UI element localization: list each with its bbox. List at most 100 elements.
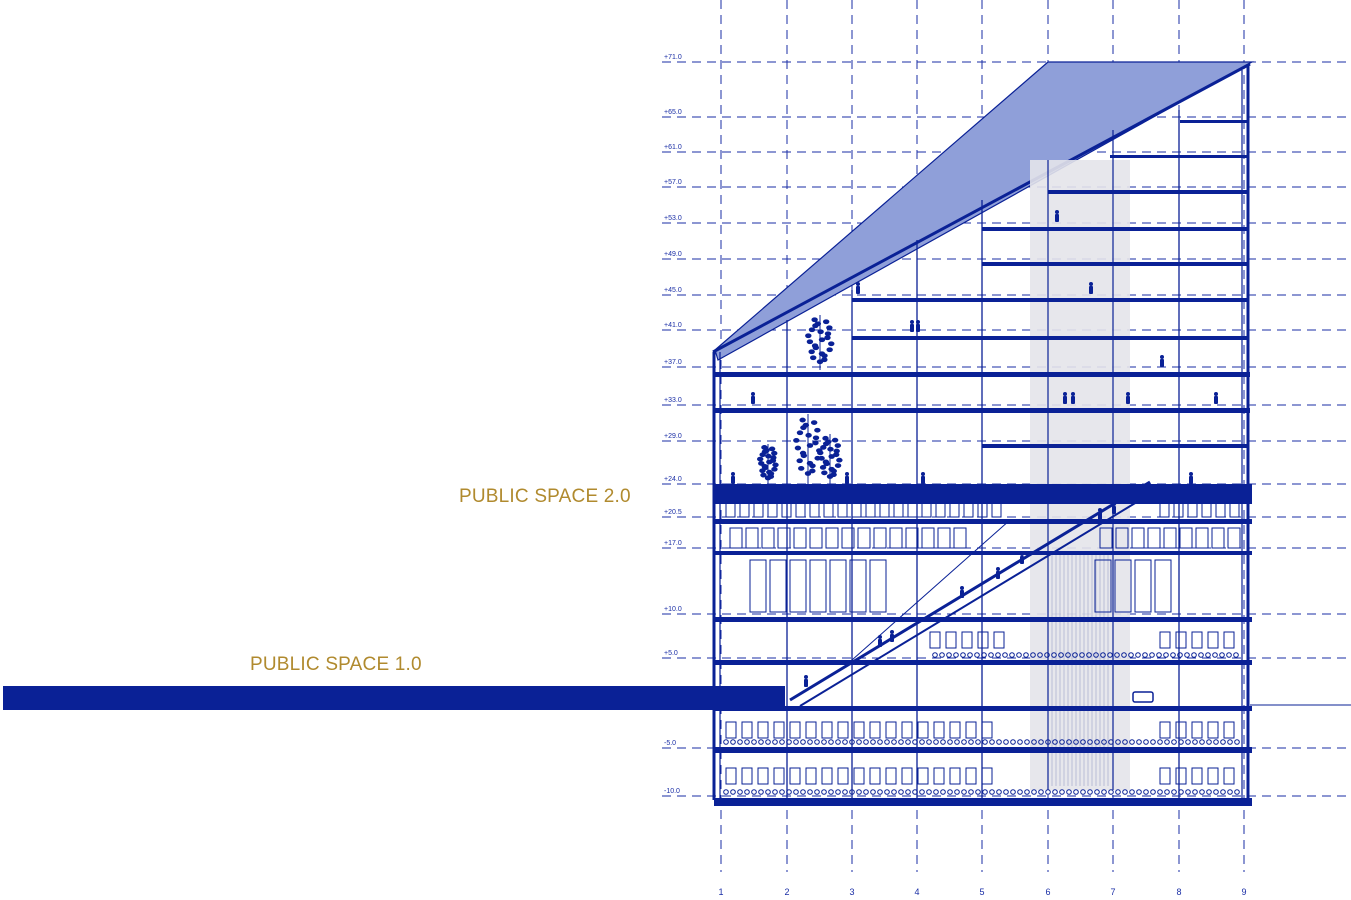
tree-leaf bbox=[834, 463, 842, 468]
tree-leaf bbox=[822, 435, 829, 441]
floor-slab bbox=[714, 747, 1252, 753]
facade-panel bbox=[1207, 767, 1219, 785]
tree-leaf bbox=[818, 455, 825, 461]
facade-panel bbox=[809, 559, 827, 613]
axis-label: 7 bbox=[1110, 887, 1115, 897]
facade-panel bbox=[981, 721, 993, 739]
person bbox=[921, 476, 925, 484]
bead bbox=[1227, 739, 1233, 745]
tree-leaf bbox=[806, 443, 814, 448]
person bbox=[804, 679, 808, 687]
bead bbox=[1024, 739, 1030, 745]
bead bbox=[1213, 739, 1219, 745]
facade-panel bbox=[965, 721, 977, 739]
bead bbox=[988, 652, 994, 658]
bead bbox=[765, 789, 771, 795]
bead bbox=[1079, 652, 1085, 658]
bead bbox=[933, 789, 939, 795]
bead bbox=[996, 739, 1002, 745]
person bbox=[845, 476, 849, 484]
bead bbox=[1065, 652, 1071, 658]
person bbox=[1112, 506, 1116, 514]
bead bbox=[996, 789, 1002, 795]
bead bbox=[870, 789, 876, 795]
facade-panel bbox=[893, 502, 904, 518]
facade-panel bbox=[1147, 527, 1161, 549]
bead bbox=[1129, 789, 1135, 795]
person bbox=[921, 472, 925, 476]
facade-panel bbox=[1201, 502, 1212, 518]
bead bbox=[974, 652, 980, 658]
bead bbox=[1010, 789, 1016, 795]
floor-slab bbox=[852, 336, 1248, 340]
public-space-1-platform bbox=[3, 686, 785, 710]
facade-panel bbox=[917, 721, 929, 739]
bead bbox=[877, 739, 883, 745]
tree-leaf bbox=[830, 472, 837, 478]
bead bbox=[1108, 789, 1114, 795]
person bbox=[1189, 476, 1193, 484]
bead bbox=[1058, 652, 1064, 658]
tree-leaf bbox=[768, 446, 776, 452]
axis-label: 8 bbox=[1176, 887, 1181, 897]
facade-panel bbox=[961, 631, 973, 649]
bead bbox=[1234, 739, 1240, 745]
tree-leaf bbox=[831, 437, 839, 443]
bead bbox=[1157, 739, 1163, 745]
bead bbox=[1178, 739, 1184, 745]
tree-leaf bbox=[824, 439, 832, 445]
bead bbox=[1073, 789, 1079, 795]
facade-panel bbox=[821, 767, 833, 785]
bead bbox=[1087, 739, 1093, 745]
facade-panel bbox=[869, 767, 881, 785]
axis-label: 4 bbox=[914, 887, 919, 897]
person bbox=[996, 571, 1000, 579]
tree-leaf bbox=[834, 443, 842, 448]
facade-panel bbox=[873, 527, 887, 549]
bead bbox=[821, 739, 827, 745]
floor-slab bbox=[982, 444, 1248, 448]
facade-panel bbox=[851, 502, 862, 518]
bead bbox=[1205, 652, 1211, 658]
bead bbox=[1052, 789, 1058, 795]
cart bbox=[1132, 691, 1154, 703]
facade-panel bbox=[965, 767, 977, 785]
bead bbox=[793, 739, 799, 745]
tree-leaf bbox=[817, 329, 824, 335]
bead bbox=[898, 789, 904, 795]
level-label: +61.0 bbox=[664, 144, 682, 151]
person bbox=[1126, 396, 1130, 404]
tree-leaf bbox=[772, 462, 779, 468]
facade-panel bbox=[761, 527, 775, 549]
bead bbox=[1185, 739, 1191, 745]
facade-panel bbox=[825, 527, 839, 549]
bead bbox=[1108, 739, 1114, 745]
floor-slab bbox=[1180, 120, 1248, 123]
tree-leaf bbox=[804, 471, 812, 476]
level-label: +5.0 bbox=[664, 650, 678, 657]
facade-panel bbox=[921, 527, 935, 549]
public-space-1-label: PUBLIC SPACE 1.0 bbox=[250, 654, 422, 675]
interior-columns bbox=[786, 110, 1180, 800]
bead bbox=[730, 739, 736, 745]
tree-leaf bbox=[761, 445, 768, 450]
facade-panels bbox=[723, 502, 1241, 795]
bead bbox=[751, 789, 757, 795]
bead bbox=[905, 739, 911, 745]
tree-leaf bbox=[793, 438, 800, 443]
bead bbox=[758, 789, 764, 795]
facade-panel bbox=[841, 527, 855, 549]
level-label: +33.0 bbox=[664, 397, 682, 404]
facade-panel bbox=[885, 721, 897, 739]
facade-panel bbox=[885, 767, 897, 785]
bead bbox=[960, 652, 966, 658]
facade-panel bbox=[725, 767, 737, 785]
bead bbox=[1115, 789, 1121, 795]
facade-panel bbox=[929, 631, 941, 649]
bead bbox=[1093, 652, 1099, 658]
bead bbox=[1016, 652, 1022, 658]
bead bbox=[730, 789, 736, 795]
person bbox=[731, 472, 735, 476]
facade-panel bbox=[757, 767, 769, 785]
bead bbox=[1002, 652, 1008, 658]
